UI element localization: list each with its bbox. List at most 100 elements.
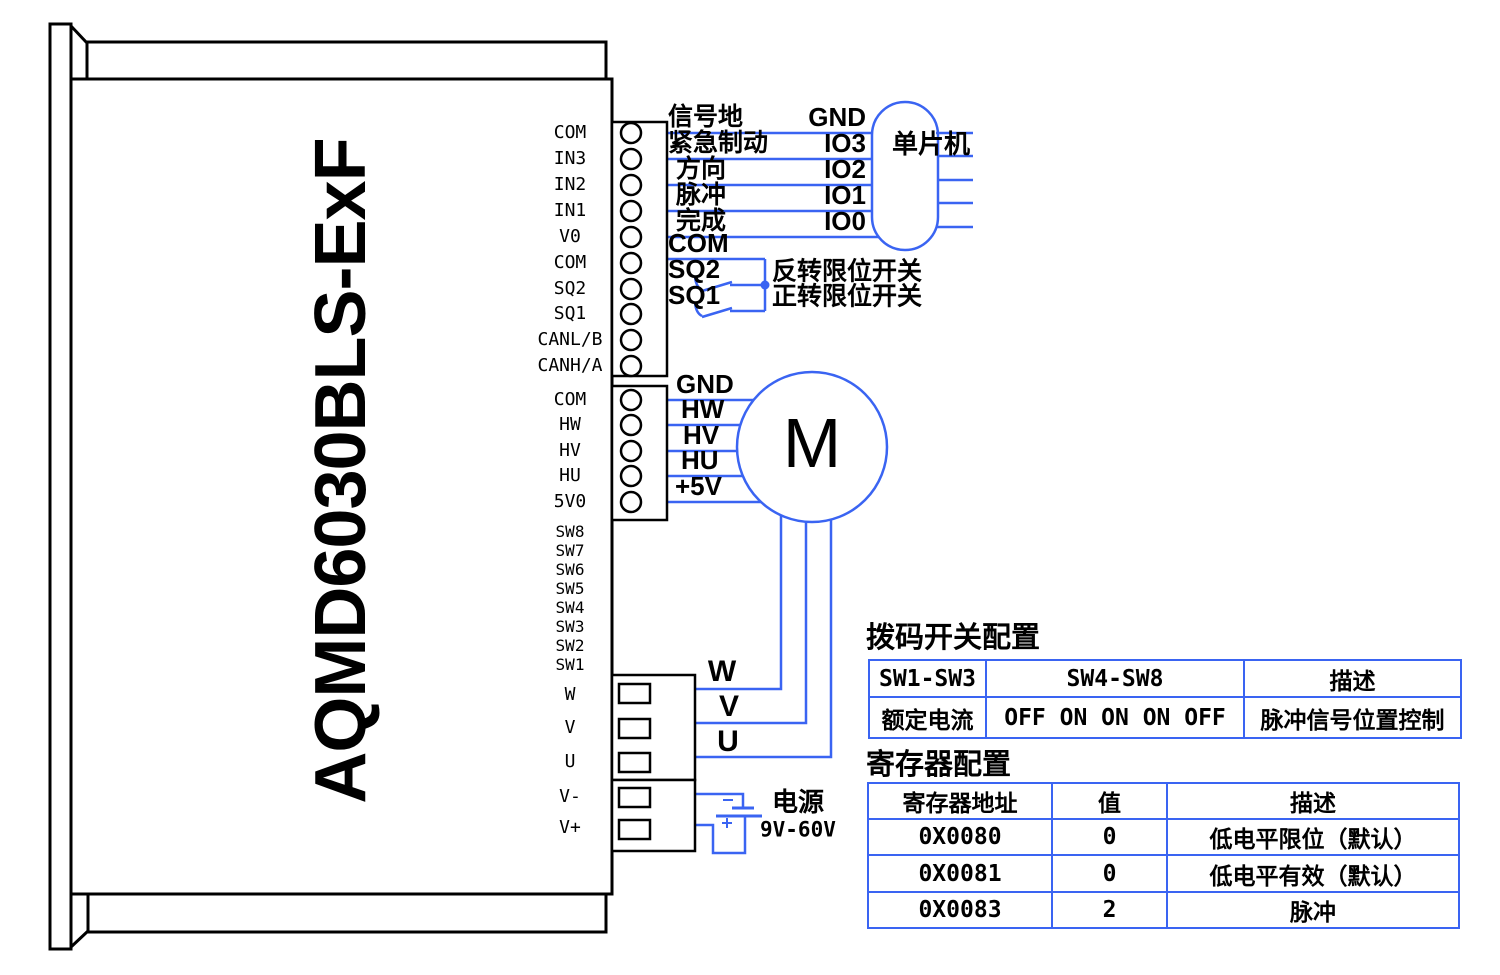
pin-label-sw7: SW7 [555, 541, 585, 560]
io-label-io2: IO2 [824, 154, 866, 184]
pin-label-sw6: SW6 [555, 560, 585, 579]
signal-name-brake: 紧急制动 [668, 129, 769, 157]
phase-label-w: W [707, 655, 737, 688]
bottom-cap [86, 892, 608, 934]
reg-cell-addr-0: 0X0080 [867, 818, 1053, 856]
com-wire-label: COM [668, 228, 729, 258]
reg-cell-desc-0: 低电平限位（默认） [1166, 818, 1460, 856]
sq1-switch-icon [693, 302, 703, 318]
mcu-output-lines [936, 131, 973, 229]
mcu-body [870, 100, 940, 252]
motor-wire-gnd: GND [676, 369, 734, 399]
dip-config-table: SW1-SW3 SW4-SW8 描述 额定电流 OFF ON ON ON OFF… [868, 659, 1462, 739]
dip-table-title: 拨码开关配置 [866, 622, 1041, 654]
pin-label-sw4: SW4 [555, 598, 585, 617]
pin-label-sw1: SW1 [555, 655, 585, 674]
reg-header-desc: 描述 [1166, 782, 1460, 820]
io-label-io1: IO1 [824, 180, 866, 210]
vplus-wire [695, 816, 747, 855]
pin-label-in2: IN2 [553, 174, 587, 195]
mcu-label: 单片机 [892, 130, 970, 158]
pin-label-com1: COM [553, 122, 587, 143]
dip-cell-current: 额定电流 [868, 696, 987, 739]
dip-table-header-row: SW1-SW3 SW4-SW8 描述 [868, 659, 1462, 698]
pin-label-5v0: 5V0 [553, 491, 587, 512]
reg-cell-desc-2: 脉冲 [1166, 891, 1460, 929]
battery-polarity-marks [722, 799, 733, 828]
power-supply-label: 电源 [772, 787, 825, 817]
power-range-label: 9V-60V [760, 817, 836, 842]
reg-cell-value-0: 0 [1051, 818, 1168, 856]
vminus-wire [695, 792, 745, 808]
reg-table-row-0x0083: 0X0083 2 脉冲 [867, 891, 1460, 929]
mount-flange [48, 22, 73, 951]
pin-label-vminus: V- [559, 786, 581, 807]
signal-name-dir: 方向 [676, 155, 727, 183]
reg-table-title: 寄存器配置 [866, 749, 1012, 781]
pin-label-u: U [564, 751, 576, 772]
pin-label-sq1: SQ1 [553, 303, 587, 324]
dip-header-sw1-sw3: SW1-SW3 [868, 659, 987, 698]
wire-junction-dot [760, 280, 770, 290]
dip-header-desc: 描述 [1243, 659, 1462, 698]
pin-label-v: V [564, 717, 576, 738]
device-model-label: AQMD6030BLS-ExF [301, 138, 381, 804]
phase-label-v: V [718, 690, 740, 723]
pin-label-canlb: CANL/B [537, 329, 603, 350]
pin-label-sw5: SW5 [555, 579, 585, 598]
pin-label-sw3: SW3 [555, 617, 585, 636]
pin-label-hv: HV [559, 440, 581, 461]
io-label-io3: IO3 [824, 128, 866, 158]
signal-name-pulse: 脉冲 [676, 181, 727, 209]
pin-label-vplus: V+ [559, 817, 581, 838]
sq2-switch-desc: 反转限位开关 [772, 257, 923, 286]
pin-label-sq2: SQ2 [553, 278, 587, 299]
pin-label-com2: COM [553, 252, 587, 273]
pin-label-sw8: SW8 [555, 522, 585, 541]
io-label-gnd: GND [808, 102, 866, 132]
reg-cell-desc-1: 低电平有效（默认） [1166, 854, 1460, 893]
reg-cell-value-1: 0 [1051, 854, 1168, 893]
motor-wire-hv: HV [683, 420, 720, 450]
reg-header-addr: 寄存器地址 [867, 782, 1053, 820]
dip-table-row: 额定电流 OFF ON ON ON OFF 脉冲信号位置控制 [868, 696, 1462, 739]
sq2-switch-icon [693, 276, 703, 292]
motor-wire-hw: HW [681, 394, 725, 424]
sq1-switch-blade [701, 306, 733, 319]
pin-label-sw2: SW2 [555, 636, 585, 655]
signal-name-done: 完成 [676, 207, 727, 235]
reg-cell-value-2: 2 [1051, 891, 1168, 929]
signal-name-gnd: 信号地 [668, 103, 744, 131]
pin-label-hw: HW [559, 414, 581, 435]
dip-cell-states: OFF ON ON ON OFF [985, 696, 1245, 739]
reg-table-row-0x0081: 0X0081 0 低电平有效（默认） [867, 854, 1460, 893]
phase-label-u: U [717, 725, 739, 758]
reg-table-header-row: 寄存器地址 值 描述 [867, 782, 1460, 820]
motor-wire-5v: +5V [675, 471, 722, 501]
dip-header-sw4-sw8: SW4-SW8 [985, 659, 1245, 698]
sq1-switch-desc: 正转限位开关 [772, 282, 923, 311]
pin-label-canha: CANH/A [537, 355, 603, 376]
sq2-wire-label: SQ2 [668, 254, 721, 284]
reg-cell-addr-1: 0X0081 [867, 854, 1053, 893]
dip-cell-desc: 脉冲信号位置控制 [1243, 696, 1462, 739]
pin-label-com3: COM [553, 389, 587, 410]
motor-symbol: M [782, 404, 842, 482]
pin-label-in1: IN1 [553, 200, 587, 221]
pin-label-in3: IN3 [553, 148, 587, 169]
io-label-io0: IO0 [824, 206, 866, 236]
top-cap [85, 40, 608, 81]
pin-label-v0: V0 [559, 226, 581, 247]
reg-cell-addr-2: 0X0083 [867, 891, 1053, 929]
sq2-switch-blade [701, 280, 733, 293]
reg-header-value: 值 [1051, 782, 1168, 820]
terminal-blocks [610, 120, 697, 853]
motor-circle [735, 370, 889, 524]
battery-icon [716, 806, 762, 818]
sq1-wire-label: SQ1 [668, 280, 721, 310]
motor-wire-hu: HU [681, 445, 719, 475]
register-config-table: 寄存器地址 值 描述 0X0080 0 低电平限位（默认） 0X0081 0 低… [867, 782, 1460, 929]
reg-table-row-0x0080: 0X0080 0 低电平限位（默认） [867, 818, 1460, 856]
